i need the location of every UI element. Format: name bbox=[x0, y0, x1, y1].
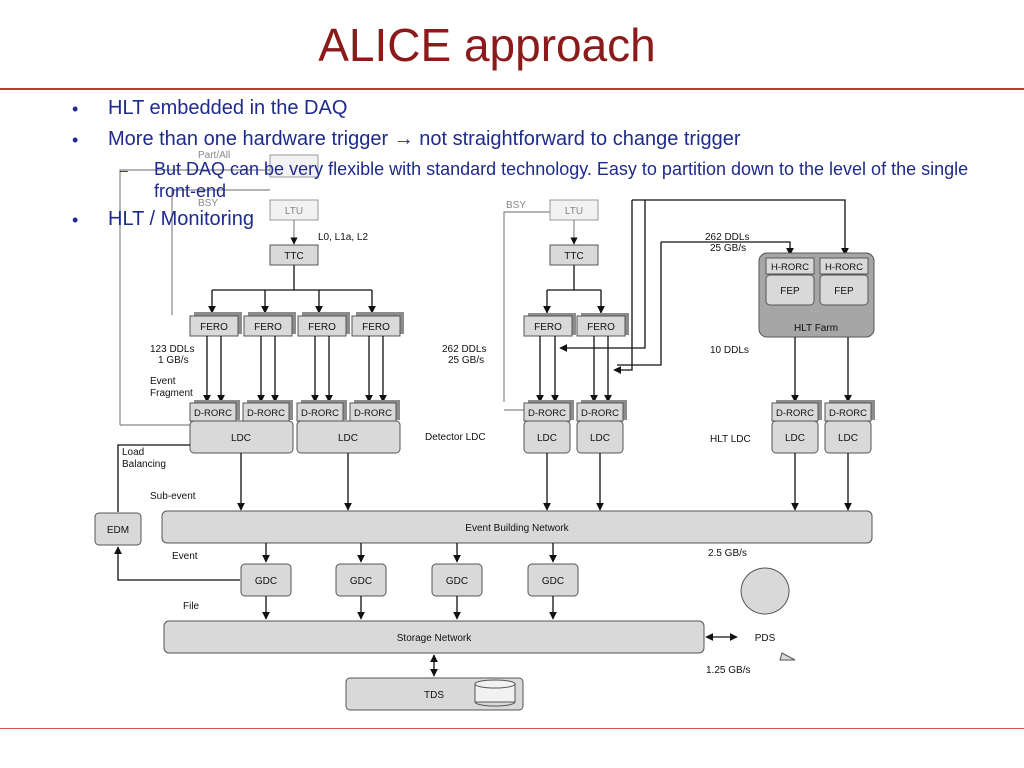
right-busy-line bbox=[503, 211, 550, 402]
svg-text:LDC: LDC bbox=[537, 433, 557, 444]
svg-text:TTC: TTC bbox=[564, 251, 583, 262]
svg-text:LDC: LDC bbox=[838, 433, 858, 444]
svg-text:D-RORC: D-RORC bbox=[776, 408, 814, 419]
load-balancing-line bbox=[117, 444, 190, 512]
svg-text:LDC: LDC bbox=[785, 433, 805, 444]
title-divider bbox=[0, 88, 1024, 90]
tds-label: TDS bbox=[424, 690, 444, 701]
svg-text:FERO: FERO bbox=[587, 322, 615, 333]
sub-event-label: Sub-event bbox=[150, 491, 196, 502]
svg-text:D-RORC: D-RORC bbox=[581, 408, 619, 419]
fero-label-1: FERO bbox=[200, 322, 228, 333]
svg-text:GDC: GDC bbox=[542, 576, 564, 587]
fero-label-3: FERO bbox=[308, 322, 336, 333]
hlt-ldc-label: HLT LDC bbox=[710, 434, 751, 445]
hlt-return-path-3 bbox=[617, 242, 662, 366]
left-partition-line bbox=[119, 169, 270, 425]
detector-ldc-label: Detector LDC bbox=[425, 432, 486, 443]
svg-text:GDC: GDC bbox=[255, 576, 277, 587]
svg-text:H-RORC: H-RORC bbox=[825, 262, 863, 273]
event-label: Event bbox=[172, 551, 198, 562]
sub-bullet: But DAQ can be very flexible with standa… bbox=[154, 159, 969, 201]
bullet-1: HLT embedded in the DAQ bbox=[108, 97, 348, 119]
svg-text:GDC: GDC bbox=[446, 576, 468, 587]
event-fragment-label-2: Fragment bbox=[150, 388, 193, 399]
storage-network bbox=[163, 620, 705, 654]
svg-text:LDC: LDC bbox=[590, 433, 610, 444]
sub-bullet-dash: – bbox=[120, 162, 128, 178]
event-building-network bbox=[161, 510, 873, 544]
svg-text:FEP: FEP bbox=[834, 286, 854, 297]
event-fragment-label-1: Event bbox=[150, 376, 176, 387]
svg-text:D-RORC: D-RORC bbox=[528, 408, 566, 419]
bullet-dot-2: • bbox=[72, 130, 79, 150]
left-ttc-label: TTC bbox=[284, 251, 303, 262]
right-fero-2 bbox=[576, 315, 626, 337]
svg-text:FERO: FERO bbox=[534, 322, 562, 333]
svg-text:LDC: LDC bbox=[231, 433, 251, 444]
left-rate-label: 1 GB/s bbox=[158, 355, 189, 366]
tds-disk-icon bbox=[474, 679, 516, 707]
svg-text:D-RORC: D-RORC bbox=[194, 408, 232, 419]
hlt-farm-label: HLT Farm bbox=[794, 323, 838, 334]
fero-label-2: FERO bbox=[254, 322, 282, 333]
hlt-return-path-2 bbox=[613, 200, 633, 374]
edm-label: EDM bbox=[107, 525, 129, 536]
file-label: File bbox=[183, 601, 200, 612]
right-fero-1 bbox=[523, 315, 573, 337]
left-partall-box bbox=[269, 154, 319, 178]
fero-label-4: FERO bbox=[362, 322, 390, 333]
load-balancing-label-2: Balancing bbox=[122, 459, 166, 470]
svg-text:D-RORC: D-RORC bbox=[354, 408, 392, 419]
mid-rate-label: 25 GB/s bbox=[448, 355, 484, 366]
svg-text:GDC: GDC bbox=[350, 576, 372, 587]
left-busy-line bbox=[171, 189, 270, 315]
slide-title: ALICE approach bbox=[318, 19, 656, 71]
top-ddls-label: 262 DDLs bbox=[705, 232, 749, 243]
bullet-dot-1: • bbox=[72, 99, 79, 119]
svg-text:LDC: LDC bbox=[338, 433, 358, 444]
left-ltu-label: LTU bbox=[285, 206, 303, 217]
hlt-input-path-1 bbox=[632, 199, 849, 256]
svg-text:D-RORC: D-RORC bbox=[829, 408, 867, 419]
left-fero-group: FERO FERO FERO FERO bbox=[189, 312, 404, 337]
svg-text:D-RORC: D-RORC bbox=[247, 408, 285, 419]
bullet-dot-3: • bbox=[72, 210, 79, 230]
edm-feedback-line bbox=[114, 546, 240, 581]
svg-text:D-RORC: D-RORC bbox=[301, 408, 339, 419]
ten-ddls-label: 10 DDLs bbox=[710, 345, 749, 356]
hlt-return-path-1 bbox=[559, 200, 646, 352]
mid-ddls-label: 262 DDLs bbox=[442, 344, 486, 355]
pds-tape bbox=[740, 567, 796, 661]
right-ltu-label: LTU bbox=[565, 206, 583, 217]
edm-box bbox=[94, 512, 142, 546]
svg-text:FEP: FEP bbox=[780, 286, 800, 297]
bullet-2: More than one hardware trigger → not str… bbox=[108, 128, 741, 150]
left-busy-label: BSY bbox=[198, 198, 218, 209]
ebn-label: Event Building Network bbox=[465, 523, 569, 534]
footer-divider bbox=[0, 728, 1024, 729]
right-busy-label: BSY bbox=[506, 200, 526, 211]
hlt-input-path-2 bbox=[661, 241, 794, 256]
storage-network-label: Storage Network bbox=[397, 633, 472, 644]
left-partall-label: Part/All bbox=[198, 150, 230, 161]
svg-text:H-RORC: H-RORC bbox=[771, 262, 809, 273]
bullet-list: • HLT embedded in the DAQ • More than on… bbox=[0, 0, 1024, 240]
top-rate-label: 25 GB/s bbox=[710, 243, 746, 254]
pds-label: PDS bbox=[755, 633, 776, 644]
storage-rate-label: 1.25 GB/s bbox=[706, 665, 750, 676]
left-trigger-levels-label: L0, L1a, L2 bbox=[318, 232, 368, 243]
load-balancing-label-1: Load bbox=[122, 447, 144, 458]
ebn-rate-label: 2.5 GB/s bbox=[708, 548, 747, 559]
bullet-3: HLT / Monitoring bbox=[108, 208, 254, 230]
left-drorc-group: D-RORC D-RORC D-RORC D-RORC bbox=[189, 400, 400, 422]
left-ddls-label: 123 DDLs bbox=[150, 344, 194, 355]
